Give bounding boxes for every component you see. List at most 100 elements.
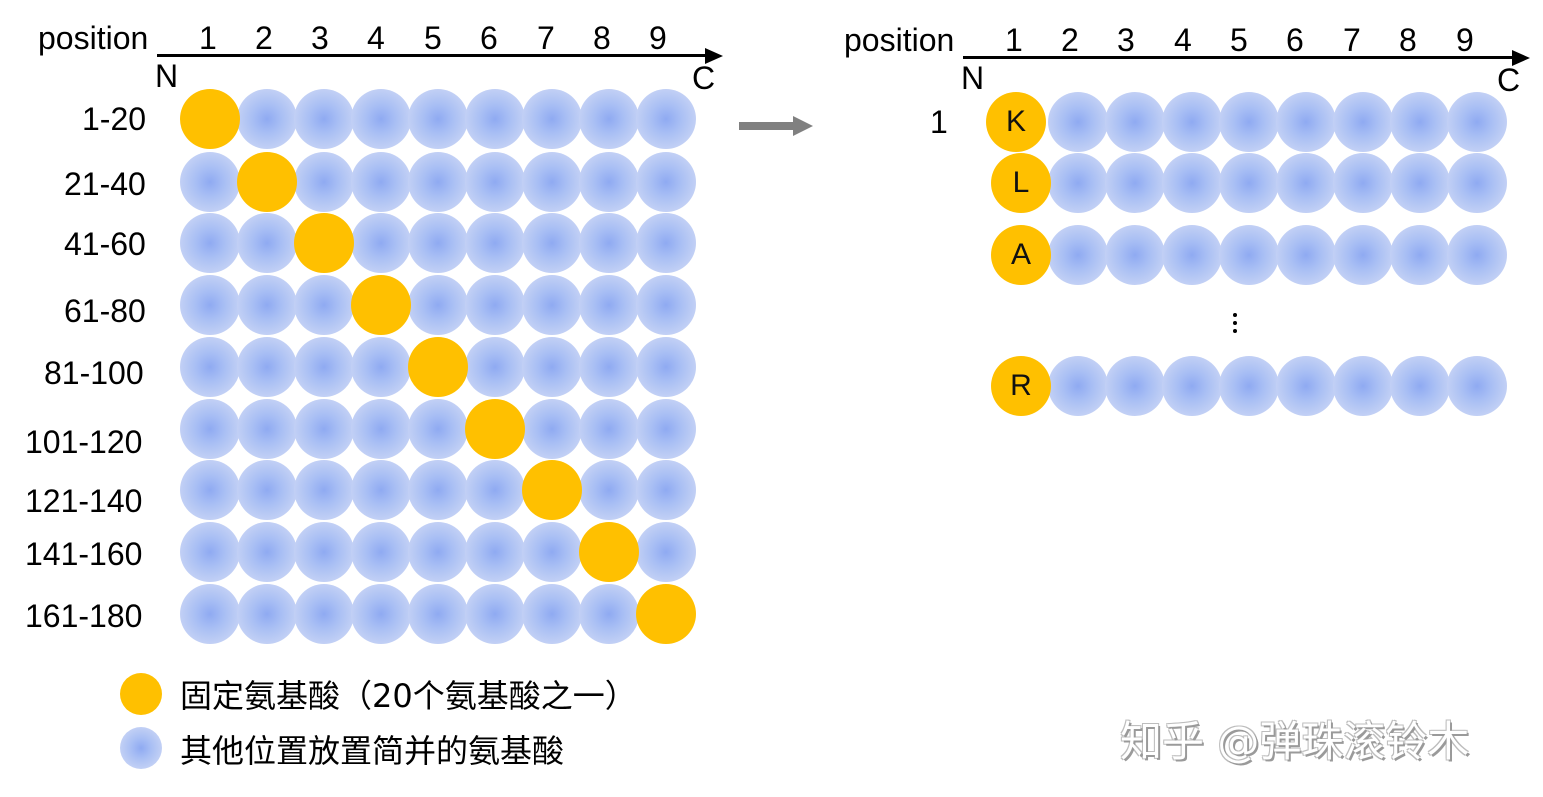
degenerate-amino-acid-ball bbox=[237, 522, 297, 582]
degenerate-amino-acid-ball bbox=[351, 522, 411, 582]
right-position-8: 8 bbox=[1399, 22, 1417, 58]
degenerate-amino-acid-ball bbox=[465, 213, 525, 273]
degenerate-amino-acid-ball bbox=[351, 460, 411, 520]
degenerate-amino-acid-ball bbox=[1390, 92, 1450, 152]
degenerate-amino-acid-ball bbox=[636, 275, 696, 335]
degenerate-amino-acid-ball bbox=[294, 522, 354, 582]
degenerate-amino-acid-ball bbox=[351, 152, 411, 212]
amino-acid-letter: K bbox=[1005, 105, 1026, 138]
degenerate-amino-acid-ball bbox=[636, 337, 696, 397]
degenerate-amino-acid-ball bbox=[579, 152, 639, 212]
degenerate-amino-acid-ball bbox=[636, 152, 696, 212]
degenerate-amino-acid-ball bbox=[1105, 153, 1165, 213]
right-n-terminus: N bbox=[961, 60, 985, 96]
right-position-5: 5 bbox=[1230, 22, 1248, 58]
right-position-1: 1 bbox=[1005, 22, 1023, 58]
fixed-amino-acid-ball bbox=[294, 213, 354, 273]
degenerate-amino-acid-ball bbox=[1276, 356, 1336, 416]
left-axis-label: position bbox=[38, 20, 149, 56]
row-label: 81-100 bbox=[44, 355, 144, 391]
degenerate-amino-acid-ball bbox=[1447, 356, 1507, 416]
fixed-amino-acid-ball bbox=[579, 522, 639, 582]
degenerate-amino-acid-ball bbox=[1219, 153, 1279, 213]
amino-acid-letter: A bbox=[1010, 238, 1031, 271]
degenerate-amino-acid-ball bbox=[351, 584, 411, 644]
left-position-1: 1 bbox=[199, 20, 217, 56]
degenerate-amino-acid-ball bbox=[180, 522, 240, 582]
fixed-amino-acid-ball: K bbox=[986, 92, 1046, 152]
degenerate-amino-acid-ball bbox=[636, 399, 696, 459]
degenerate-amino-acid-ball bbox=[237, 337, 297, 397]
degenerate-amino-acid-ball bbox=[180, 152, 240, 212]
degenerate-amino-acid-ball bbox=[237, 275, 297, 335]
degenerate-amino-acid-ball bbox=[465, 522, 525, 582]
fixed-amino-acid-ball bbox=[351, 275, 411, 335]
fixed-amino-acid-ball bbox=[636, 584, 696, 644]
left-position-3: 3 bbox=[311, 20, 329, 56]
degenerate-amino-acid-ball bbox=[465, 152, 525, 212]
degenerate-amino-acid-ball bbox=[579, 584, 639, 644]
degenerate-amino-acid-ball bbox=[522, 89, 582, 149]
degenerate-amino-acid-ball bbox=[351, 213, 411, 273]
fixed-amino-acid-ball bbox=[408, 337, 468, 397]
fixed-amino-acid-ball bbox=[522, 460, 582, 520]
amino-acid-letter: L bbox=[1012, 166, 1030, 199]
right-position-2: 2 bbox=[1061, 22, 1079, 58]
fixed-amino-acid-ball bbox=[237, 152, 297, 212]
degenerate-amino-acid-ball bbox=[1162, 356, 1222, 416]
degenerate-amino-acid-ball bbox=[465, 460, 525, 520]
right-axis-arrowhead-icon bbox=[1512, 50, 1530, 66]
degenerate-amino-acid-ball bbox=[1276, 153, 1336, 213]
degenerate-amino-acid-ball bbox=[180, 460, 240, 520]
right-position-4: 4 bbox=[1174, 22, 1192, 58]
right-position-9: 9 bbox=[1456, 22, 1474, 58]
right-position-3: 3 bbox=[1117, 22, 1135, 58]
degenerate-amino-acid-ball bbox=[1219, 225, 1279, 285]
degenerate-amino-acid-ball bbox=[522, 275, 582, 335]
legend-degenerate-label: 其他位置放置简并的氨基酸 bbox=[180, 732, 565, 770]
degenerate-amino-acid-ball bbox=[1048, 356, 1108, 416]
degenerate-amino-acid-ball bbox=[351, 399, 411, 459]
degenerate-amino-acid-ball bbox=[465, 584, 525, 644]
left-axis-line bbox=[157, 54, 707, 57]
degenerate-amino-acid-ball bbox=[522, 584, 582, 644]
degenerate-amino-acid-ball bbox=[237, 584, 297, 644]
degenerate-amino-acid-ball bbox=[579, 337, 639, 397]
fixed-amino-acid-ball: R bbox=[991, 356, 1051, 416]
degenerate-amino-acid-ball bbox=[1162, 153, 1222, 213]
degenerate-amino-acid-ball bbox=[579, 460, 639, 520]
degenerate-amino-acid-ball bbox=[294, 399, 354, 459]
degenerate-amino-acid-ball bbox=[408, 152, 468, 212]
degenerate-amino-acid-ball bbox=[465, 275, 525, 335]
watermark: 知乎 @弹珠滚铃木 bbox=[1120, 717, 1470, 766]
degenerate-amino-acid-ball bbox=[1333, 356, 1393, 416]
row-label: 101-120 bbox=[25, 424, 143, 460]
degenerate-amino-acid-ball bbox=[1276, 92, 1336, 152]
degenerate-amino-acid-ball bbox=[180, 399, 240, 459]
legend-fixed-label: 固定氨基酸（20个氨基酸之一） bbox=[180, 677, 637, 715]
left-position-6: 6 bbox=[480, 20, 498, 56]
degenerate-amino-acid-ball bbox=[1219, 356, 1279, 416]
degenerate-amino-acid-ball bbox=[408, 275, 468, 335]
degenerate-amino-acid-ball bbox=[1105, 356, 1165, 416]
right-axis-label: position bbox=[844, 22, 955, 58]
degenerate-amino-acid-ball bbox=[237, 89, 297, 149]
degenerate-amino-acid-ball bbox=[237, 399, 297, 459]
degenerate-amino-acid-ball bbox=[579, 399, 639, 459]
degenerate-amino-acid-ball bbox=[180, 584, 240, 644]
right-position-6: 6 bbox=[1286, 22, 1304, 58]
degenerate-amino-acid-ball bbox=[294, 89, 354, 149]
left-position-8: 8 bbox=[593, 20, 611, 56]
row-label: 41-60 bbox=[64, 226, 146, 262]
degenerate-amino-acid-ball bbox=[636, 522, 696, 582]
fixed-amino-acid-ball: L bbox=[991, 153, 1051, 213]
degenerate-amino-acid-ball bbox=[294, 460, 354, 520]
left-position-7: 7 bbox=[537, 20, 555, 56]
left-axis-arrowhead-icon bbox=[705, 48, 723, 64]
row-label: 141-160 bbox=[25, 536, 143, 572]
degenerate-amino-acid-ball bbox=[408, 399, 468, 459]
degenerate-amino-acid-ball bbox=[237, 213, 297, 273]
row-label: 161-180 bbox=[25, 598, 143, 634]
degenerate-amino-acid-ball bbox=[180, 213, 240, 273]
degenerate-amino-acid-ball bbox=[351, 337, 411, 397]
